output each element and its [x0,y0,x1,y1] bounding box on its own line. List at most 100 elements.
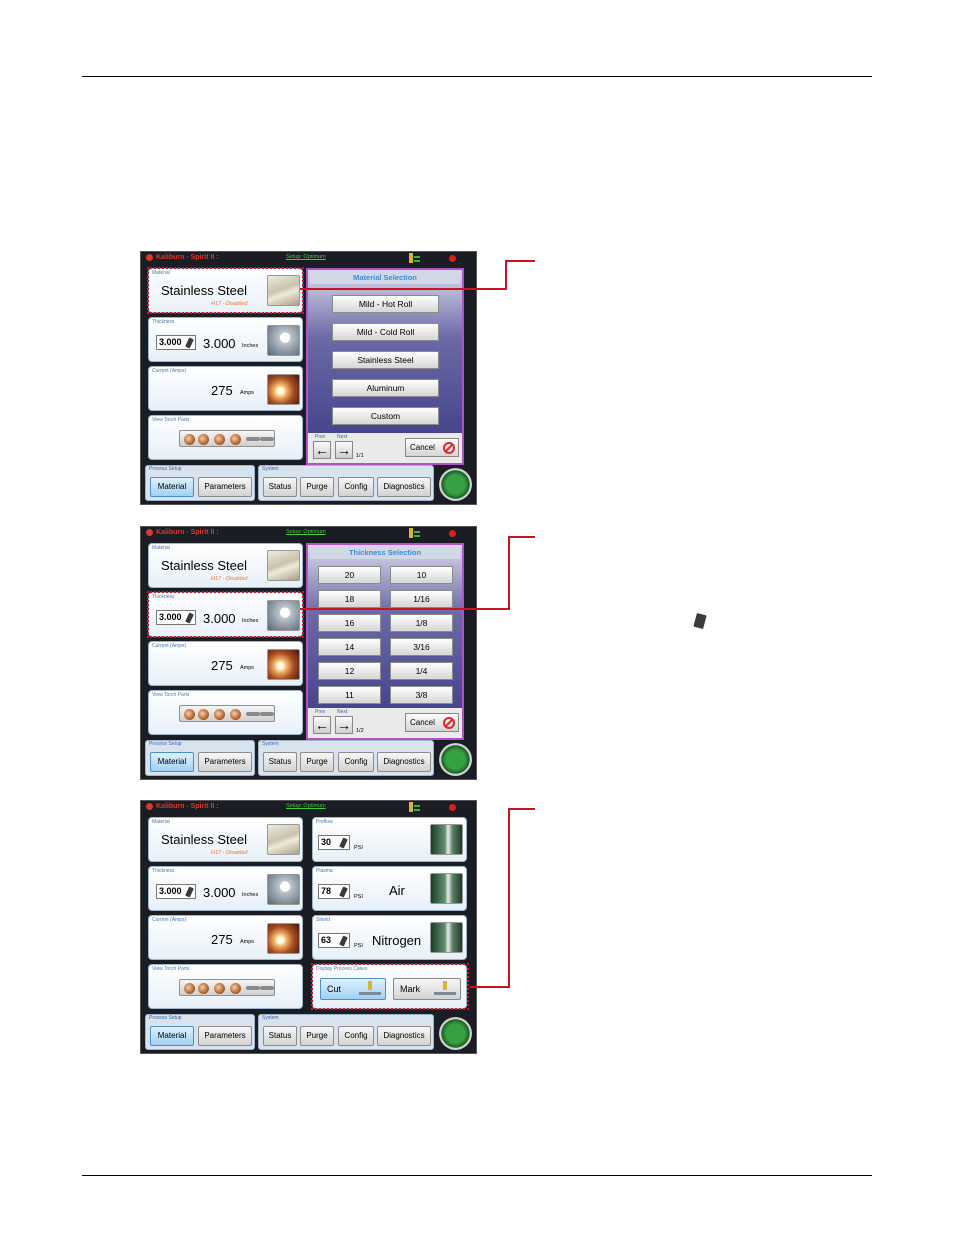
status-button[interactable]: Status [263,1026,297,1046]
thickness-input[interactable]: 3.000 [156,610,196,625]
cancel-icon [443,717,455,729]
start-button[interactable] [439,1017,472,1050]
thickness-input[interactable]: 3.000 [156,884,196,899]
cut-button[interactable]: Cut [320,978,386,1000]
prev-arrow-button[interactable]: ← [313,441,331,459]
app-logo-icon [146,529,153,536]
status-button[interactable]: Status [263,477,297,497]
option-aluminum[interactable]: Aluminum [332,379,439,397]
material-button[interactable]: Material [150,477,194,497]
thickness-option[interactable]: 1/8 [390,614,453,632]
screen-process-overview: Kaliburn - Spirit II : Setup: Optimum Ma… [140,800,477,1054]
callout-line [300,288,507,290]
app-logo-icon [146,254,153,261]
thickness-option[interactable]: 3/8 [390,686,453,704]
card-label: Material [152,819,170,825]
start-button[interactable] [439,468,472,501]
start-button[interactable] [439,743,472,776]
card-label: Material [152,545,170,551]
torch-parts-card[interactable]: View Torch Parts [148,415,303,460]
option-mild-cold-roll[interactable]: Mild - Cold Roll [332,323,439,341]
purge-button[interactable]: Purge [300,1026,334,1046]
current-value: 275 [211,658,233,673]
thickness-option[interactable]: 12 [318,662,381,680]
config-button[interactable]: Config [338,1026,374,1046]
shield-input[interactable]: 63 [318,933,350,948]
screen-thickness-selection: Kaliburn - Spirit II : Setup: Optimum Ma… [140,526,477,780]
thickness-option[interactable]: 11 [318,686,381,704]
torch-parts-card[interactable]: View Torch Parts [148,964,303,1009]
thickness-option[interactable]: 1/4 [390,662,453,680]
thickness-option[interactable]: 1/16 [390,590,453,608]
thickness-option[interactable]: 3/16 [390,638,453,656]
next-arrow-button[interactable]: → [335,716,353,734]
current-value: 275 [211,383,233,398]
material-card[interactable]: Material Stainless Steel H17 - Disabled [148,817,303,862]
purge-button[interactable]: Purge [300,477,334,497]
material-card-highlight [147,267,304,314]
current-card[interactable]: Current (Amps) 275 Amps [148,641,303,686]
setup-link[interactable]: Setup: Optimum [286,529,326,535]
cancel-label: Cancel [410,718,435,727]
title-bar: Kaliburn - Spirit II : Setup: Optimum [141,252,476,264]
cut-torch-icon [359,981,381,997]
config-button[interactable]: Config [338,752,374,772]
title-bar: Kaliburn - Spirit II : Setup: Optimum [141,801,476,813]
plasma-gas: Air [389,883,405,898]
page-indicator: 1/1 [356,453,364,459]
current-card[interactable]: Current (Amps) 275 Amps [148,366,303,411]
purge-button[interactable]: Purge [300,752,334,772]
thickness-option[interactable]: 18 [318,590,381,608]
thickness-value: 3.000 [203,611,236,626]
diagnostics-button[interactable]: Diagnostics [377,1026,431,1046]
config-button[interactable]: Config [338,477,374,497]
group-label: Process Setup [149,466,182,472]
edit-icon [339,837,348,849]
plasma-card[interactable]: Plasma 78 PSI Air [312,866,467,911]
cancel-icon [443,442,455,454]
cancel-button[interactable]: Cancel [405,713,459,732]
status-button[interactable]: Status [263,752,297,772]
mark-button[interactable]: Mark [393,978,461,1000]
preflow-card[interactable]: Preflow 30 PSI [312,817,467,862]
card-label: Thickness [152,868,175,874]
app-title: Kaliburn - Spirit II : [156,254,219,261]
caliper-gauge-icon [267,325,300,356]
diagnostics-button[interactable]: Diagnostics [377,752,431,772]
option-mild-hot-roll[interactable]: Mild - Hot Roll [332,295,439,313]
thickness-option[interactable]: 20 [318,566,381,584]
preflow-input[interactable]: 30 [318,835,350,850]
card-label: View Torch Parts [152,966,190,972]
material-value: Stainless Steel [161,558,247,573]
prev-arrow-button[interactable]: ← [313,716,331,734]
shield-card[interactable]: Shield 63 PSI Nitrogen [312,915,467,960]
material-button[interactable]: Material [150,752,194,772]
setup-link[interactable]: Setup: Optimum [286,803,326,809]
material-value: Stainless Steel [161,283,247,298]
torch-parts-card[interactable]: View Torch Parts [148,690,303,735]
material-button[interactable]: Material [150,1026,194,1046]
thickness-input[interactable]: 3.000 [156,335,196,350]
parameters-button[interactable]: Parameters [198,752,252,772]
thickness-option[interactable]: 16 [318,614,381,632]
option-custom[interactable]: Custom [332,407,439,425]
setup-link[interactable]: Setup: Optimum [286,254,326,260]
material-card[interactable]: Material Stainless Steel H17 - Disabled [148,543,303,588]
parameters-button[interactable]: Parameters [198,1026,252,1046]
plasma-input[interactable]: 78 [318,884,350,899]
steel-plate-icon [267,550,300,581]
cancel-button[interactable]: Cancel [405,438,459,457]
thickness-card[interactable]: Thickness 3.000 3.000 Inches [148,866,303,911]
thickness-option[interactable]: 14 [318,638,381,656]
option-stainless-steel[interactable]: Stainless Steel [332,351,439,369]
screen-material-selection: Kaliburn - Spirit II : Setup: Optimum Ma… [140,251,477,505]
process-setup-group: Process Setup Material Parameters [145,740,255,776]
diagnostics-button[interactable]: Diagnostics [377,477,431,497]
parameters-button[interactable]: Parameters [198,477,252,497]
thickness-card[interactable]: Thickness 3.000 3.000 Inches [148,317,303,362]
current-card[interactable]: Current (Amps) 275 Amps [148,915,303,960]
current-unit: Amps [240,939,255,945]
next-arrow-button[interactable]: → [335,441,353,459]
thickness-option[interactable]: 10 [390,566,453,584]
overlay-title: Thickness Selection [310,547,460,559]
